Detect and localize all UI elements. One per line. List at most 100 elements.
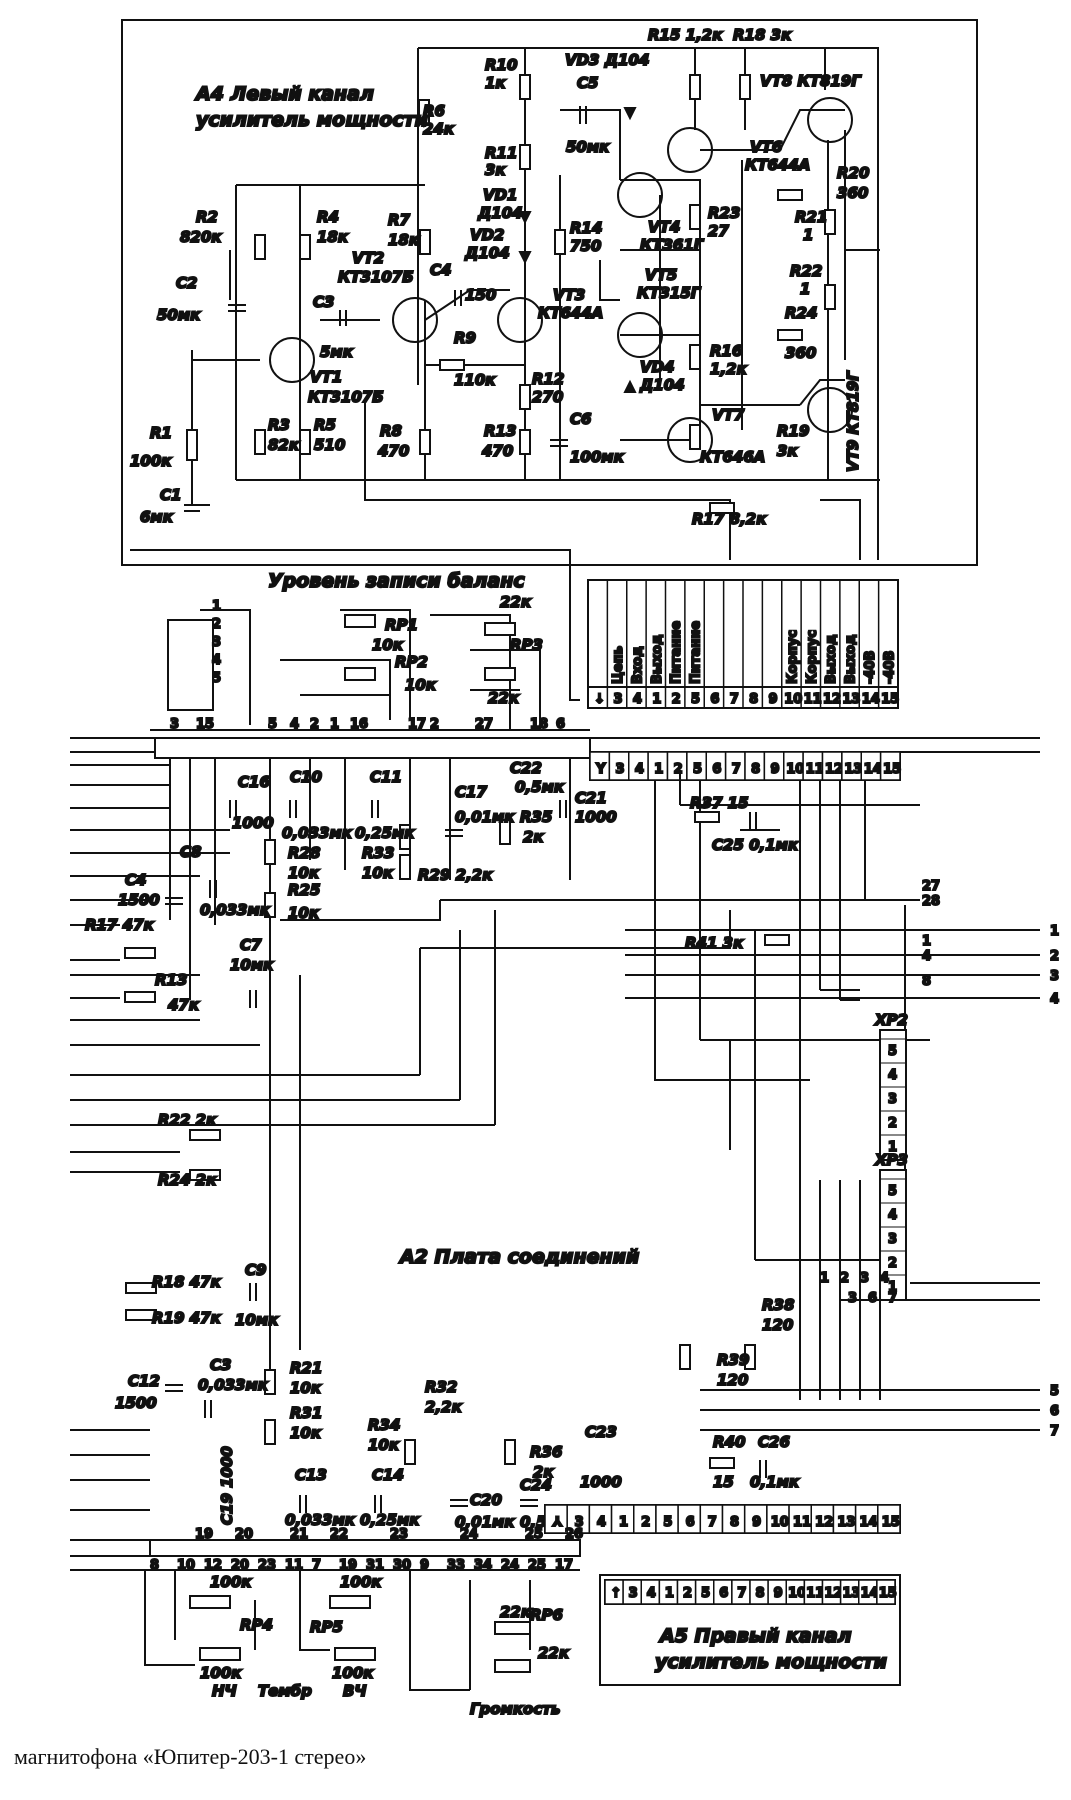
a2-bottom-pin-number: 6 <box>686 1515 695 1530</box>
label-r40-value: 15 <box>713 1473 734 1491</box>
label-c5-value: 50мк <box>566 138 610 156</box>
label-vt9: VT9 КТ819Г <box>844 370 862 472</box>
label-vt5-value: КТ315Г <box>637 284 702 302</box>
label-r12: R12 <box>532 370 564 388</box>
label-r10: R10 <box>485 56 517 74</box>
xp-bottom-pin: 7 <box>888 1291 897 1306</box>
a2-top-pin-number: 9 <box>770 762 779 777</box>
label-c19: C19 1000 <box>218 1446 236 1525</box>
bus-top-pin: 18 <box>530 717 548 732</box>
label-c26: C26 <box>758 1433 790 1451</box>
label-rp3-value: 22к <box>488 689 520 707</box>
a5-pin-number: 4 <box>647 1586 656 1601</box>
label-c25: C25 0,1мк <box>712 836 799 854</box>
label-rp2-value: 10к <box>405 676 437 694</box>
xp2-pin: 3 <box>888 1092 897 1107</box>
label-vt3-value: КТ644А <box>538 304 603 322</box>
label-r22b: R22 2к <box>158 1111 217 1129</box>
label-r34-value: 10к <box>368 1436 400 1454</box>
potentiometer-symbols-rec <box>344 614 516 681</box>
label-r16: R16 <box>710 342 742 360</box>
bus-top-pin: 16 <box>350 717 368 732</box>
a5-pin-number: 1 <box>665 1586 674 1601</box>
a2-bottom-pin-number: 7 <box>708 1515 717 1530</box>
label-r18: R18 3к <box>733 26 792 44</box>
xp2-pin: 4 <box>888 1068 897 1083</box>
label-r9-value: 110к <box>454 371 496 389</box>
bus-bottom-pin: 19 <box>195 1527 213 1542</box>
label-c12-value: 1500 <box>115 1394 157 1412</box>
bus-low-pin: 25 <box>528 1558 546 1573</box>
label-r31-value: 10к <box>290 1424 322 1442</box>
a5-pin-number: 15 <box>879 1586 897 1601</box>
label-vt6-value: КТ644А <box>745 156 810 174</box>
label-r8: R8 <box>380 422 402 440</box>
label-c13: C13 <box>295 1466 327 1484</box>
label-c23: C23 <box>585 1423 617 1441</box>
label-c6: C6 <box>570 410 591 428</box>
label-c1: C1 <box>160 486 181 504</box>
label-r11: R11 <box>485 144 517 162</box>
label-vd1-value: Д104 <box>477 204 523 222</box>
label-r3: R3 <box>268 416 290 434</box>
a4-pin-number: 8 <box>749 692 758 707</box>
switch-mark: 1 <box>212 599 221 614</box>
label-vt3: VT3 <box>553 286 585 304</box>
label-c7: C7 <box>240 936 262 954</box>
a5-pin-number: 12 <box>824 1586 842 1601</box>
label-r31: R31 <box>290 1404 322 1422</box>
label-r23-value: 27 <box>708 222 729 240</box>
label-r28-value: 10к <box>288 864 320 882</box>
label-c4b: C4 <box>125 871 146 889</box>
xp3-pin: 3 <box>888 1232 897 1247</box>
label-r20-value: 360 <box>837 184 868 202</box>
label-c21: C21 <box>575 789 607 807</box>
label-vt7: VT7 <box>712 406 745 424</box>
label-r40: R40 <box>713 1433 745 1451</box>
label-r13-value: 470 <box>481 442 513 460</box>
bus-bottom-pin: 25 <box>525 1527 543 1542</box>
a4-pin-number: 12 <box>823 692 841 707</box>
right-line-number: 5 <box>1050 1384 1059 1399</box>
label-vd4: VD4 <box>640 358 675 376</box>
label-c2: C2 <box>176 274 197 292</box>
label-rp2: RP2 <box>395 653 428 671</box>
label-r39: R39 <box>717 1351 749 1369</box>
a2-top-pin-number: Y <box>595 762 606 777</box>
label-r32-value: 2,2к <box>425 1398 463 1416</box>
label-vd3: VD3 Д104 <box>565 51 649 69</box>
a5-pin-number: 8 <box>755 1586 764 1601</box>
a2-top-pin-number: 12 <box>825 762 843 777</box>
label-vd4-value: Д104 <box>639 376 685 394</box>
label-xp2: XP2 <box>874 1011 908 1029</box>
a2-bottom-pin-number: 14 <box>860 1515 878 1530</box>
label-c23-value: 1000 <box>580 1473 622 1491</box>
a4-pin-number: ↓ <box>594 692 605 707</box>
label-c4b-value: 1500 <box>118 891 160 909</box>
a5-pin-number: 6 <box>719 1586 728 1601</box>
xp-bottom-pin: 4 <box>880 1271 889 1286</box>
right-top-number: 8 <box>922 974 931 989</box>
label-r20: R20 <box>837 164 869 182</box>
label-c14: C14 <box>372 1466 404 1484</box>
a2-bottom-pin-number: 2 <box>641 1515 650 1530</box>
xp2-pin: 1 <box>888 1140 897 1155</box>
a2-top-pin-number: 2 <box>674 762 683 777</box>
right-output-lines <box>625 929 1040 1431</box>
bus-low-pin: 17 <box>555 1558 573 1573</box>
label-c6-value: 100мк <box>570 448 625 466</box>
label-c20-value: 0,01мк <box>455 1513 515 1531</box>
label-c4-value: 150 <box>465 286 496 304</box>
label-rp5-name: ВЧ <box>343 1682 367 1700</box>
a2-bottom-pin-number: 3 <box>575 1515 584 1530</box>
bus-top-pin: 1 <box>330 717 339 732</box>
label-rp1: RP1 <box>385 616 418 634</box>
label-c2-value: 50мк <box>157 306 201 324</box>
label-rp3: RP3 <box>510 636 543 654</box>
bus-low-pin: 24 <box>501 1558 519 1573</box>
label-rp5-value: 100к <box>332 1664 374 1682</box>
a2-top-pin-number: 15 <box>883 762 901 777</box>
